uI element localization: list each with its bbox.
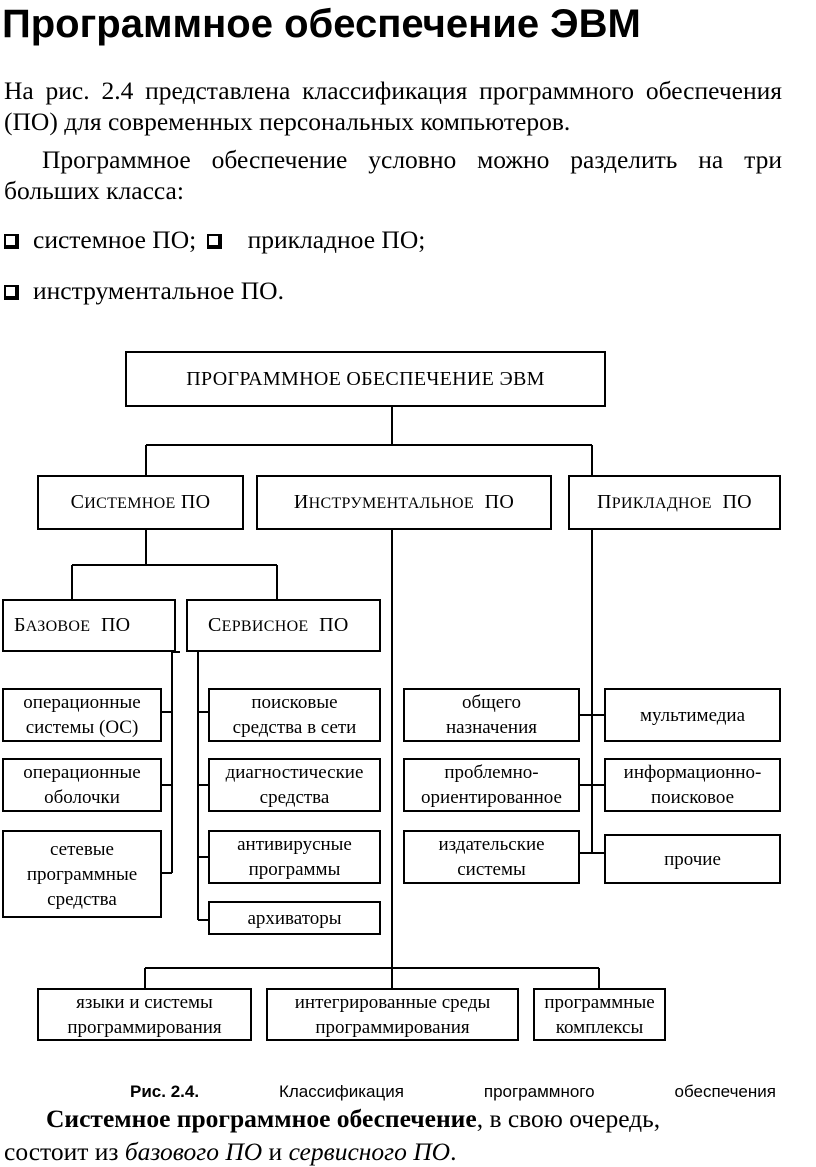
- box-text-line: языки и системы: [76, 991, 213, 1013]
- checkbox-bullet-icon: [4, 234, 19, 249]
- closing-italic-base: базового ПО: [124, 1137, 263, 1166]
- service-item-archivers: архиваторы: [208, 901, 381, 935]
- box-text-line: программы: [248, 859, 341, 880]
- bullet-tools: инструментальное ПО.: [33, 276, 284, 305]
- applied-item-problem-oriented: проблемно-ориентированное: [403, 758, 580, 812]
- applied-item-info-search: информационно-поисковое: [604, 758, 781, 812]
- box-text-line: проблемно-: [444, 762, 539, 783]
- box-text-line: поисковое: [650, 787, 735, 808]
- box-text-line: П: [597, 490, 612, 513]
- applied-item-multimedia: мультимедиа: [604, 688, 781, 742]
- box-text-line: ИСТЕМНОЕ: [84, 494, 176, 512]
- box-text-line: ПО: [100, 613, 131, 636]
- system-software-box: СИСТЕМНОЕ ПО: [37, 475, 244, 530]
- tools-item-languages: языки и системы программирования: [37, 988, 252, 1041]
- base-item-network: сетевые программные средства: [2, 830, 162, 918]
- box-text-line: операционные: [23, 762, 141, 783]
- closing-line-1: Системное программное обеспечение, в сво…: [46, 1104, 660, 1134]
- classes-paragraph: Программное обеспечение условно можно ра…: [4, 145, 782, 205]
- box-text-line: и: [262, 1137, 289, 1166]
- caption-label: Рис. 2.4.: [130, 1082, 200, 1101]
- box-text-line: , в свою очередь,: [476, 1104, 661, 1133]
- base-item-os: операционные системы (ОС): [2, 688, 162, 742]
- caption-word-1: Классификация: [278, 1082, 404, 1101]
- bullet-line-1: системное ПО; прикладное ПО;: [4, 224, 425, 255]
- box-text-line: операционные: [23, 692, 141, 713]
- closing-bold-term: Системное программное обеспечение: [46, 1104, 477, 1133]
- box-text-line: ПО: [722, 490, 752, 513]
- applied-software-box: ПРИКЛАДНОЕ ПО: [568, 475, 781, 530]
- bullet-line-2: инструментальное ПО.: [4, 275, 284, 306]
- box-text-line: состоит из: [4, 1137, 125, 1166]
- service-item-search: поисковые средства в сети: [208, 688, 381, 742]
- box-text-line: программирования: [315, 1016, 470, 1038]
- box-text-line: Б: [14, 613, 26, 636]
- connector-lines: [71, 407, 604, 988]
- box-text-line: РИКЛАДНОЕ: [611, 494, 712, 512]
- applied-item-publishing: издательские системы: [403, 830, 580, 884]
- box-text-line: С: [70, 490, 85, 513]
- box-text-line: назначения: [445, 717, 537, 738]
- root-software-box: ПРОГРАММНОЕ ОБЕСПЕЧЕНИЕ ЭВМ: [125, 351, 606, 407]
- box-text-line: И: [293, 490, 309, 513]
- closing-line-2: состоит из базового ПО и сервисного ПО.: [4, 1137, 456, 1167]
- box-text-line: НСТРУМЕНТАЛЬНОЕ: [308, 494, 474, 512]
- box-text-line: прочие: [664, 848, 721, 870]
- bullet-system: системное ПО;: [33, 225, 197, 254]
- box-text-line: .: [450, 1137, 457, 1166]
- service-software-box: СЕРВИСНОЕ ПО: [186, 599, 381, 652]
- tools-item-complexes: программные комплексы: [533, 988, 666, 1041]
- box-text-line: средства: [259, 787, 330, 808]
- box-text-line: С: [208, 613, 222, 636]
- box-text-line: интегрированные среды: [294, 991, 491, 1013]
- box-text-line: поисковые: [251, 692, 338, 713]
- service-item-antivirus: антивирусные программы: [208, 830, 381, 884]
- box-text-line: ориентированное: [421, 787, 562, 808]
- checkbox-bullet-icon: [206, 234, 222, 249]
- tools-item-ide: интегрированные среды программирования: [266, 988, 519, 1041]
- applied-item-other: прочие: [604, 834, 781, 884]
- box-text-line: комплексы: [555, 1016, 644, 1038]
- box-text-line: ПО: [484, 490, 515, 513]
- checkbox-bullet-icon: [4, 285, 19, 300]
- box-text-line: ЕРВИСНОЕ: [221, 617, 309, 635]
- box-text-line: издательские: [438, 834, 545, 855]
- box-text-line: средства в сети: [232, 717, 357, 738]
- box-text-line: сетевые: [49, 838, 114, 860]
- base-item-shells: операционные оболочки: [2, 758, 162, 812]
- box-text-line: ПО: [180, 490, 211, 513]
- box-text-line: средства: [47, 888, 117, 910]
- intro-paragraph: На рис. 2.4 представлена классификация п…: [4, 76, 782, 136]
- service-item-diagnostic: диагностические средства: [208, 758, 381, 812]
- caption-word-3: обеспечения: [674, 1082, 776, 1101]
- box-text-line: АЗОВОЕ: [25, 617, 91, 635]
- box-text-line: антивирусные: [237, 834, 352, 855]
- classification-diagram: ПРОГРАММНОЕ ОБЕСПЕЧЕНИЕ ЭВМ СИСТЕМНОЕ ПО…: [0, 345, 816, 1045]
- caption-word-2: программного: [483, 1082, 595, 1101]
- box-text-line: мультимедиа: [639, 704, 746, 726]
- box-text-line: ПО: [319, 613, 349, 636]
- page-title: Программное обеспечение ЭВМ: [2, 2, 641, 46]
- box-text-line: программные: [26, 863, 138, 885]
- box-text-line: программирования: [67, 1016, 222, 1038]
- tools-software-box: ИНСТРУМЕНТАЛЬНОЕ ПО: [256, 475, 552, 530]
- closing-italic-service: сервисного ПО: [288, 1137, 451, 1166]
- box-text-line: архиваторы: [247, 907, 342, 929]
- box-text-line: общего: [461, 692, 522, 713]
- figure-caption: Рис. 2.4. Классификация программного обе…: [130, 1082, 776, 1102]
- box-text-line: информационно-: [623, 762, 762, 783]
- applied-item-general: общего назначения: [403, 688, 580, 742]
- box-text-line: оболочки: [44, 787, 120, 808]
- box-text-line: системы: [457, 859, 526, 880]
- box-text-line: диагностические: [225, 762, 364, 783]
- box-text-line: программные: [544, 991, 655, 1013]
- box-text-line: системы (ОС): [25, 717, 139, 738]
- bullet-applied: прикладное ПО;: [247, 225, 426, 254]
- base-software-box: БАЗОВОЕ ПО: [2, 599, 176, 652]
